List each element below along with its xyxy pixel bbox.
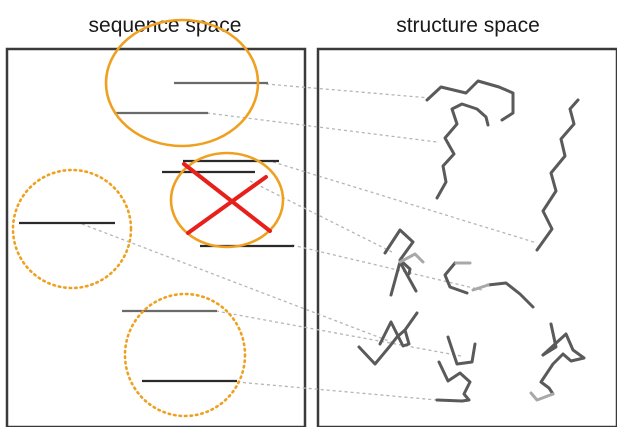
- structure-chain: [437, 360, 472, 403]
- mapping-link: [236, 381, 438, 401]
- sequences: [19, 81, 294, 383]
- rejected-cross-icon: [182, 162, 272, 235]
- structure-chain: [541, 322, 558, 357]
- neighborhood-circle-dotted: [11, 168, 133, 290]
- structure-chain: [435, 398, 464, 403]
- mapping-link: [265, 83, 431, 99]
- structure-chain: [425, 79, 515, 122]
- structure-space-panel: [316, 47, 617, 427]
- structure-chain: [389, 260, 418, 297]
- structure-chain: [443, 261, 469, 295]
- structure-space-title: structure space: [396, 14, 540, 37]
- structure-chain: [403, 311, 419, 332]
- mapping-link: [249, 180, 393, 253]
- structure-chain: [539, 332, 586, 396]
- neighborhood-circle-solid: [169, 151, 285, 249]
- mapping-link: [291, 244, 483, 291]
- mapping-link: [206, 112, 438, 143]
- structure-chain: [435, 102, 490, 200]
- structure-chain-tail: [398, 252, 425, 264]
- mapping-links: [81, 83, 538, 401]
- mapping-link: [215, 310, 462, 357]
- structure-chain: [357, 320, 411, 366]
- structure-chain: [486, 281, 535, 309]
- structure-chain: [446, 335, 477, 366]
- sequence-space-panel: [5, 47, 307, 427]
- mapping-link: [272, 161, 538, 244]
- structures: [357, 79, 586, 403]
- structure-chain: [535, 98, 580, 252]
- structure-chain: [383, 228, 415, 276]
- neighborhood-circle-solid: [104, 18, 260, 148]
- structure-chain-tail: [529, 391, 555, 402]
- mapping-link: [81, 223, 395, 344]
- structure-chain-tail: [471, 283, 490, 292]
- sequence-space-title: sequence space: [89, 14, 242, 37]
- neighborhood-circle-dotted: [123, 292, 247, 418]
